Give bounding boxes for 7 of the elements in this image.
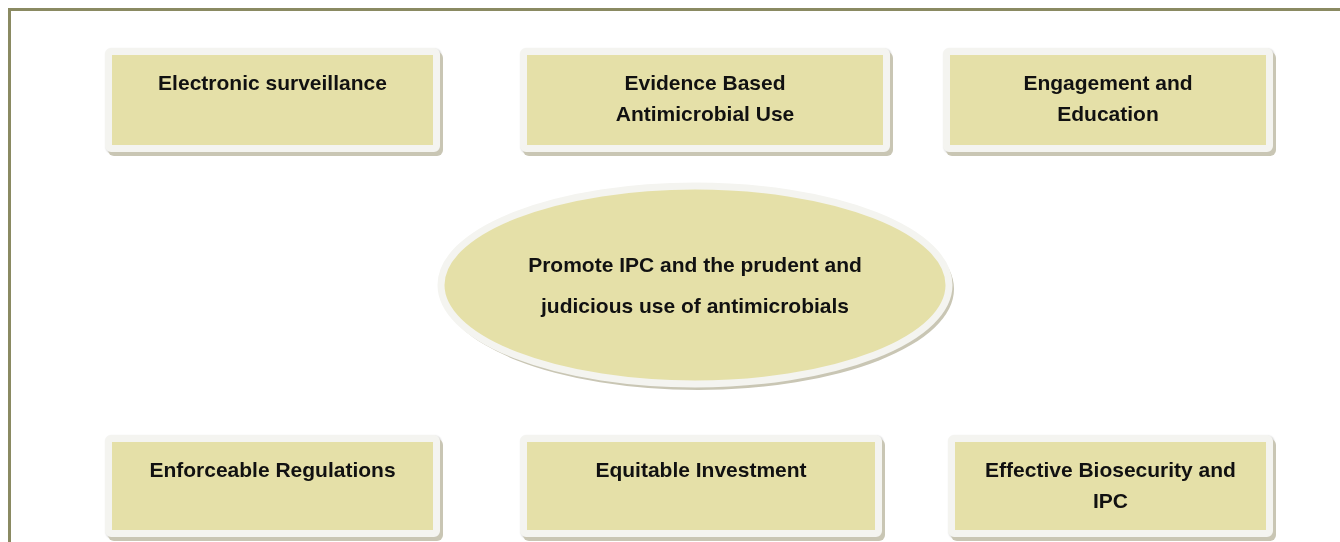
node-label: Promote IPC and the prudent and judicious use of antimicrobials (527, 252, 863, 319)
node-label: Evidence Based Antimicrobial Use (614, 70, 796, 127)
node-label: Electronic surveillance (157, 70, 388, 96)
node-label: Equitable Investment (594, 457, 808, 483)
node-label: Engagement and Education (1022, 70, 1194, 127)
node-label: Effective Biosecurity and IPC (984, 457, 1237, 514)
node-label: Enforceable Regulations (148, 457, 397, 483)
